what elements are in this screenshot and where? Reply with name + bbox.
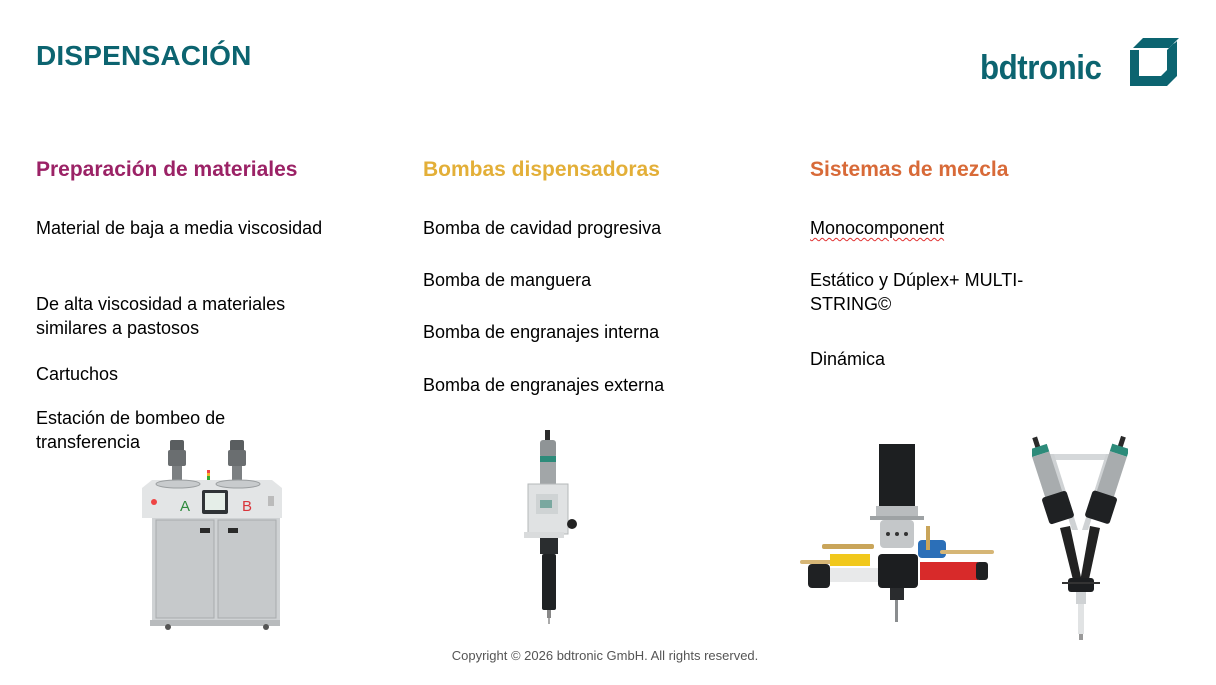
list-item: Bomba de cavidad progresiva	[423, 218, 662, 238]
list-item: Monocomponent	[810, 218, 945, 238]
dispensing-pump-image	[524, 430, 577, 624]
logo-text: bdtronic	[980, 49, 1102, 87]
station-label-a: A	[180, 498, 190, 515]
column-mixing-systems: Sistemas de mezcla Monocomponent Estátic…	[810, 156, 1070, 369]
list-item: Estático y Dúplex+ MULTI-STRING©	[810, 270, 1024, 314]
list-item: Bomba de manguera	[423, 270, 592, 290]
list-item: Dinámica	[810, 349, 886, 369]
heading-material-preparation: Preparación de materiales	[36, 158, 298, 181]
list-item: Bomba de engranajes interna	[423, 322, 660, 342]
column-dispensing-pumps: Bombas dispensadoras Bomba de cavidad pr…	[423, 156, 763, 395]
column-material-preparation: Preparación de materiales Material de ba…	[36, 156, 376, 452]
static-duplex-mixing-system-image	[1032, 435, 1128, 640]
bdtronic-d-cube-icon	[1130, 38, 1179, 86]
list-item: De alta viscosidad a materiales similare…	[36, 294, 286, 338]
material-preparation-station-image: A B	[142, 440, 282, 630]
list-item: Bomba de engranajes externa	[423, 375, 665, 395]
list-item: Material de baja a media viscosidad	[36, 218, 323, 238]
list-item: Estación de bombeo de transferencia	[36, 408, 226, 452]
heading-mixing-systems: Sistemas de mezcla	[810, 158, 1009, 181]
list-item: Cartuchos	[36, 364, 119, 384]
heading-dispensing-pumps: Bombas dispensadoras	[423, 158, 660, 181]
copyright-footer: Copyright © 2026 bdtronic GmbH. All righ…	[0, 648, 1216, 664]
dynamic-mixing-head-image	[800, 444, 994, 622]
bdtronic-logo: bdtronic	[980, 36, 1180, 88]
copyright-text: Copyright © 2026 bdtronic GmbH. All righ…	[451, 648, 759, 663]
page-title: DISPENSACIÓN	[36, 40, 252, 71]
station-label-b: B	[242, 498, 252, 515]
